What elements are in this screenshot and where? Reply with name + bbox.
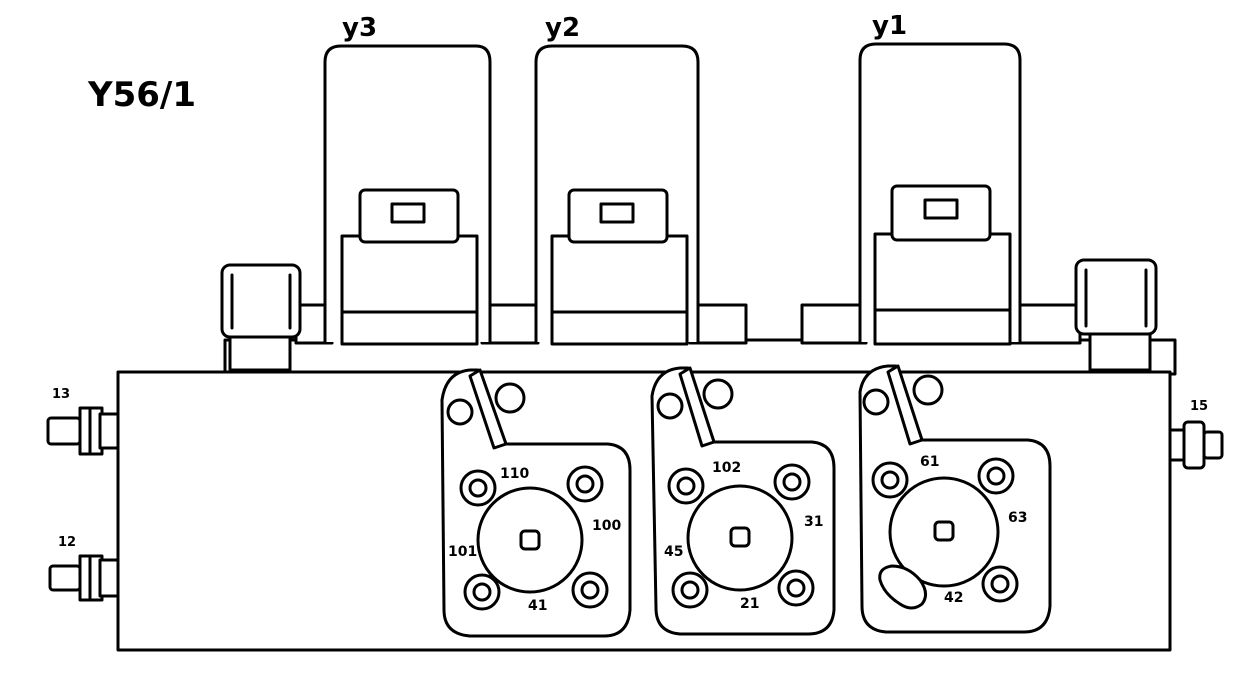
plate-middle-label-top: 102 bbox=[712, 460, 741, 476]
solenoid-label-y2: y2 bbox=[545, 13, 580, 43]
port-label-12: 12 bbox=[58, 535, 76, 550]
plate-right-label-bottom: 42 bbox=[944, 590, 963, 606]
solenoid-y1: y1 bbox=[858, 11, 1022, 346]
plate-middle: 102 31 45 21 bbox=[650, 366, 836, 636]
solenoid-y3: y3 bbox=[323, 13, 492, 346]
right-fitting bbox=[1074, 258, 1158, 372]
diagram-title: Y56/1 bbox=[87, 75, 196, 115]
plate-right: 61 63 42 bbox=[858, 364, 1052, 634]
plate-left-label-left: 101 bbox=[448, 544, 477, 560]
left-fitting bbox=[220, 263, 302, 372]
plate-left-label-top: 110 bbox=[500, 466, 529, 482]
solenoid-y2: y2 bbox=[534, 13, 700, 346]
port-15-connector bbox=[1168, 420, 1224, 470]
solenoid-label-y3: y3 bbox=[342, 13, 377, 43]
plate-right-label-top: 61 bbox=[920, 454, 939, 470]
plate-left-label-bottom: 41 bbox=[528, 598, 547, 614]
port-13-connector bbox=[46, 406, 120, 456]
plate-left: 110 100 101 41 bbox=[440, 368, 632, 638]
plate-right-label-right: 63 bbox=[1008, 510, 1027, 526]
plate-middle-label-right: 31 bbox=[804, 514, 823, 530]
port-label-13: 13 bbox=[52, 387, 70, 402]
plate-middle-label-bottom: 21 bbox=[740, 596, 759, 612]
plate-middle-label-left: 45 bbox=[664, 544, 683, 560]
port-12-connector bbox=[48, 554, 120, 602]
solenoid-label-y1: y1 bbox=[872, 11, 907, 41]
plate-left-label-right: 100 bbox=[592, 518, 621, 534]
port-label-15: 15 bbox=[1190, 399, 1208, 414]
